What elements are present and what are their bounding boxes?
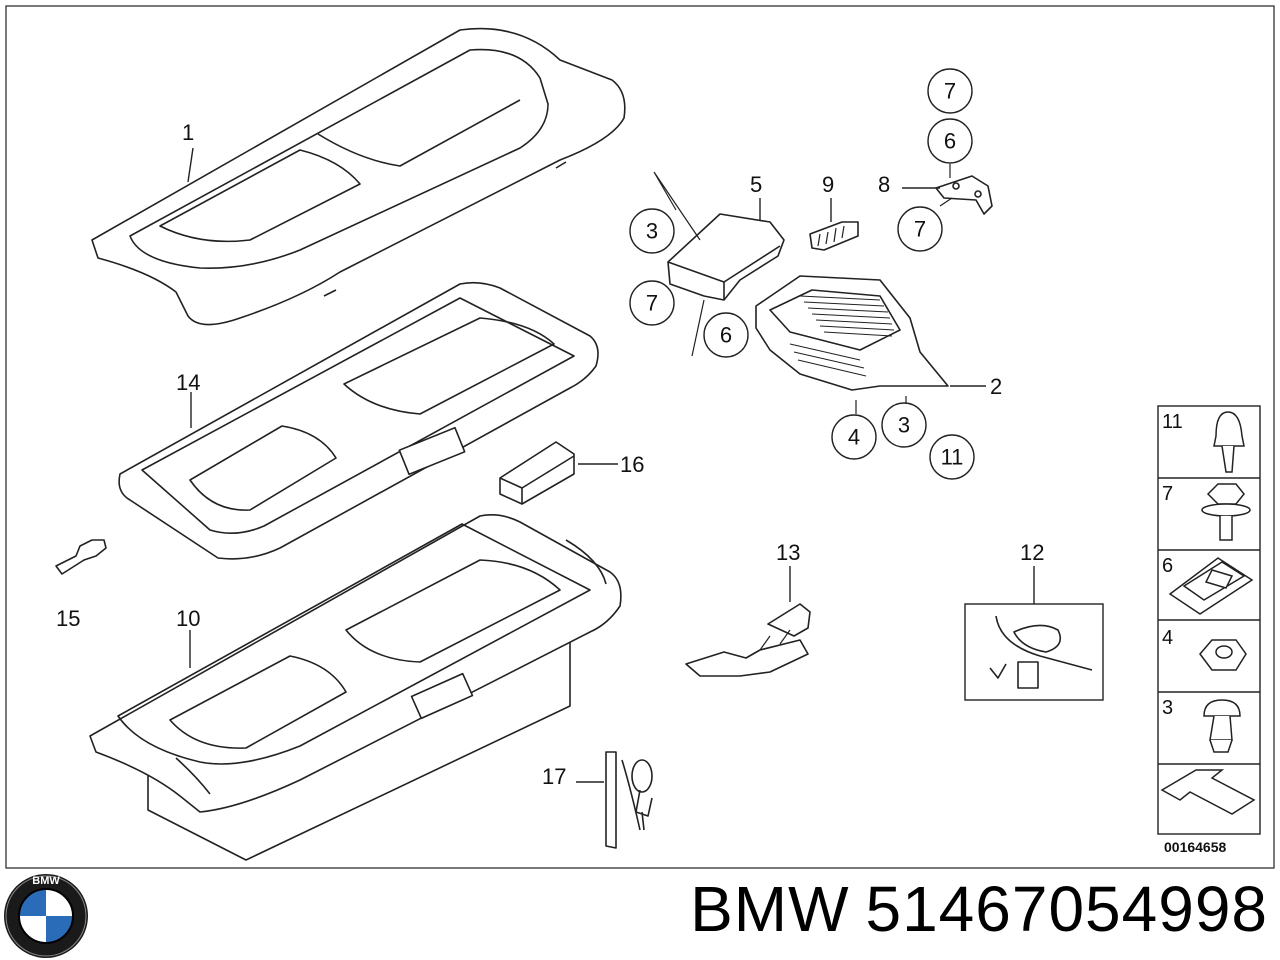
callout-8: 8	[878, 172, 890, 197]
leader-1	[187, 147, 194, 183]
part-17-cable	[605, 751, 653, 849]
key-icon-7-hex-screw	[1201, 483, 1251, 541]
diagram-frame	[5, 5, 1275, 869]
circled-callout-11-text: 11	[941, 445, 964, 470]
key-label-3: 3	[1162, 697, 1173, 719]
callout-5: 5	[750, 172, 762, 197]
bmw-logo: BMW	[4, 874, 88, 958]
callout-13: 13	[776, 540, 800, 565]
part-16-clip	[499, 441, 575, 505]
circled-callout-7-b	[897, 206, 943, 252]
footer: BMW	[4, 874, 88, 958]
brand-name: BMW	[690, 873, 850, 945]
part-number: 51467054998	[865, 873, 1268, 945]
part-2-amplifier	[755, 275, 949, 391]
callout-9: 9	[822, 172, 834, 197]
circled-callout-7-a-text: 7	[646, 291, 658, 316]
circled-callout-11	[929, 434, 975, 480]
callout-16: 16	[620, 452, 644, 477]
key-label-11: 11	[1162, 411, 1183, 433]
circled-callout-6-a	[703, 312, 749, 358]
circled-callout-7-top	[927, 68, 973, 114]
circled-callout-6-a-text: 6	[720, 323, 732, 348]
circled-callout-3-b	[881, 402, 927, 448]
part-15-pin	[55, 539, 107, 575]
diagram-code: 00164658	[1164, 839, 1227, 855]
callout-14: 14	[176, 370, 200, 395]
circled-callout-3-b-text: 3	[898, 413, 910, 438]
part-12-cable	[989, 615, 1093, 689]
callout-15: 15	[56, 606, 80, 631]
circled-callout-7-top-text: 7	[944, 79, 956, 104]
callout-17: 17	[542, 764, 566, 789]
key-icon-3-push-rivet	[1203, 699, 1241, 753]
callout-10: 10	[176, 606, 200, 631]
circled-callout-3-a	[629, 208, 675, 254]
key-icon-4-hex-nut	[1199, 639, 1247, 671]
key-icon-6-clip-nut	[1168, 557, 1254, 615]
part-14-shelf-tray	[118, 281, 599, 560]
callout-2: 2	[990, 374, 1002, 399]
circled-callout-4-text: 4	[848, 425, 860, 450]
callout-12: 12	[1020, 540, 1044, 565]
circled-callout-3-a-text: 3	[646, 219, 658, 244]
callout-1: 1	[182, 120, 194, 145]
part-13-wiring-bracket	[685, 603, 811, 677]
circled-callout-7-a	[629, 280, 675, 326]
direction-arrow-icon	[1160, 769, 1256, 815]
key-label-7: 7	[1162, 483, 1173, 505]
part-10-shelf-assembly	[89, 514, 622, 861]
circled-callout-4	[831, 414, 877, 460]
fastener-key-table	[1157, 405, 1261, 835]
circled-callout-6-top-text: 6	[944, 129, 956, 154]
part-1-parcel-shelf	[91, 27, 626, 326]
key-label-6: 6	[1162, 555, 1173, 577]
part-8-bracket	[935, 175, 993, 215]
part-5-cover	[667, 213, 785, 301]
key-icon-11-expanding-rivet	[1213, 411, 1245, 473]
part-9-grille	[809, 221, 859, 251]
circled-callout-6-top	[927, 118, 973, 164]
bmw-logo-letters: BMW	[32, 875, 60, 887]
circled-callout-7-b-text: 7	[914, 217, 926, 242]
key-label-4: 4	[1162, 627, 1173, 649]
